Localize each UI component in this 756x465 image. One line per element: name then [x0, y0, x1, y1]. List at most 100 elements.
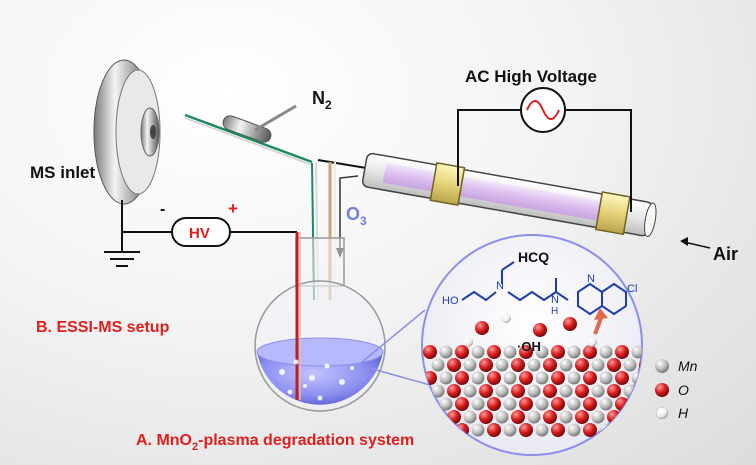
manganese-atom [631, 371, 642, 385]
oxygen-atom [455, 371, 469, 385]
manganese-atom [559, 384, 573, 398]
oxygen-atom [647, 345, 661, 359]
oxygen-atom [543, 384, 557, 398]
oxygen-atom [703, 410, 717, 424]
oxygen-atom [447, 384, 461, 398]
manganese-atom [463, 410, 477, 424]
oxygen-atom [703, 384, 717, 398]
molecule-atom-n: N [496, 280, 504, 292]
oxygen-atom [447, 410, 461, 424]
manganese-atom [664, 424, 677, 437]
manganese-atom [664, 346, 677, 359]
manganese-atom [471, 423, 485, 437]
legend-mn-label: Mn [678, 358, 698, 374]
hv-label: HV [189, 225, 210, 242]
manganese-atom [599, 397, 613, 411]
oxygen-atom [543, 410, 557, 424]
oxygen-atom [519, 345, 533, 359]
oxygen-atom [519, 397, 533, 411]
manganese-atom [696, 424, 709, 437]
manganese-atom [631, 397, 642, 411]
mno2-lattice [423, 313, 717, 437]
oxygen-atom [575, 384, 589, 398]
hcq-molecule [461, 261, 627, 316]
hv-minus-sign: - [160, 201, 165, 218]
manganese-atom [688, 385, 701, 398]
plasma-discharge-tube [361, 152, 657, 238]
reaction-flask [254, 237, 386, 412]
manganese-atom [567, 397, 581, 411]
air-inlet-arrow [680, 237, 711, 249]
manganese-atom [471, 345, 485, 359]
manganese-atom [439, 423, 453, 437]
oxygen-atom [615, 345, 629, 359]
oxygen-atom [563, 317, 577, 331]
oxygen-atom [511, 410, 525, 424]
oxygen-atom [615, 371, 629, 385]
oxygen-atom [487, 371, 501, 385]
manganese-atom [431, 384, 445, 398]
manganese-atom [463, 384, 477, 398]
oxygen-atom [455, 397, 469, 411]
oxygen-atom [583, 345, 597, 359]
manganese-atom [599, 371, 613, 385]
manganese-atom [471, 371, 485, 385]
oxygen-atom [487, 345, 501, 359]
oxygen-atom [519, 371, 533, 385]
oxygen-atom [479, 410, 493, 424]
oxygen-atom [679, 345, 693, 359]
manganese-atom [495, 410, 509, 424]
manganese-atom [688, 411, 701, 424]
manganese-atom [535, 423, 549, 437]
oxygen-atom [575, 358, 589, 372]
hv-power-supply [171, 217, 231, 247]
manganese-atom [696, 346, 709, 359]
oxygen-atom [607, 384, 621, 398]
oxygen-atom [575, 410, 589, 424]
oxygen-atom [607, 410, 621, 424]
manganese-atom [431, 358, 445, 372]
legend-h-label: H [678, 405, 689, 421]
manganese-atom [463, 358, 477, 372]
molecule-atom-cl: Cl [627, 283, 637, 295]
manganese-atom [431, 410, 445, 424]
oxygen-atom [551, 397, 565, 411]
oxygen-atom [447, 358, 461, 372]
oxygen-atom [639, 410, 642, 424]
ac-source-icon [520, 87, 566, 133]
oxygen-atom [551, 423, 565, 437]
oxygen-atom [583, 397, 597, 411]
manganese-atom [591, 410, 605, 424]
manganese-atom [439, 345, 453, 359]
hcq-label: HCQ [518, 249, 549, 265]
manganese-atom [599, 423, 613, 437]
molecule-atom-ring-n: N [587, 273, 595, 285]
manganese-atom [503, 397, 517, 411]
oxygen-atom [519, 423, 533, 437]
oxygen-atom [423, 345, 437, 359]
oxygen-atom [423, 423, 437, 437]
ac-high-voltage-label: AC High Voltage [465, 67, 597, 86]
essi-setup-label: B. ESSI-MS setup [36, 319, 170, 336]
manganese-atom [527, 384, 541, 398]
molecule-atom-ho: HO [442, 295, 459, 307]
oxygen-atom [551, 345, 565, 359]
ac-high-voltage-circuit [457, 109, 632, 212]
oxygen-atom [607, 358, 621, 372]
manganese-atom [439, 371, 453, 385]
oxygen-atom [455, 345, 469, 359]
legend-h-ball [655, 406, 669, 420]
oh-radical-label: ·OH [517, 339, 541, 354]
oxygen-atom [423, 397, 437, 411]
manganese-atom [495, 358, 509, 372]
oxygen-atom [475, 321, 489, 335]
oxygen-atom [487, 397, 501, 411]
oxygen-atom [583, 371, 597, 385]
manganese-atom [599, 345, 613, 359]
oxygen-atom [479, 358, 493, 372]
manganese-atom [535, 345, 549, 359]
oxygen-atom [511, 384, 525, 398]
manganese-atom [631, 423, 642, 437]
manganese-atom [503, 371, 517, 385]
oxygen-atom [679, 423, 693, 437]
